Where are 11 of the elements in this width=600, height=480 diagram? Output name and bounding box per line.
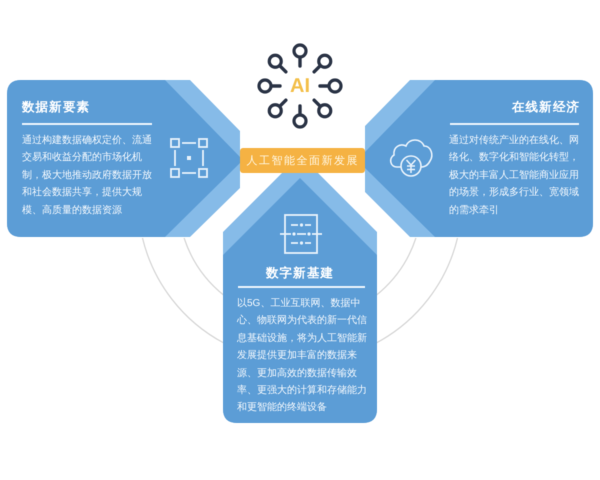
card-title: 数据新要素: [22, 99, 90, 115]
arrow-card: [223, 173, 377, 423]
arrow-card: [7, 80, 240, 237]
card-title: 在线新经济: [512, 99, 580, 115]
network-hub: AI: [257, 43, 343, 129]
card-text: 通过对传统产业的在线化、网络化、数字化和智能化转型，极大的丰富人工智能商业应用的场景，形成多行业、宽领域的需求牵引: [449, 134, 580, 218]
card-title: 数字新基建: [266, 265, 334, 281]
arrow-card: [365, 80, 593, 237]
card-text: 通过构建数据确权定价、流通交易和收益分配的市场化机制，极大地推动政府数据开放和社会数据共享，提供大规模、高质量的数据资源: [22, 134, 153, 218]
card-text: 以5G、工业互联网、数据中心、物联网为代表的新一代信息基础设施，将为人工智能新发展提供更加丰富的数据来源、更加高效的数据传输效率、更强大的计算和存储能力和更智能的终端设备: [237, 296, 368, 416]
banner-label: 人工智能全面新发展: [240, 148, 365, 173]
